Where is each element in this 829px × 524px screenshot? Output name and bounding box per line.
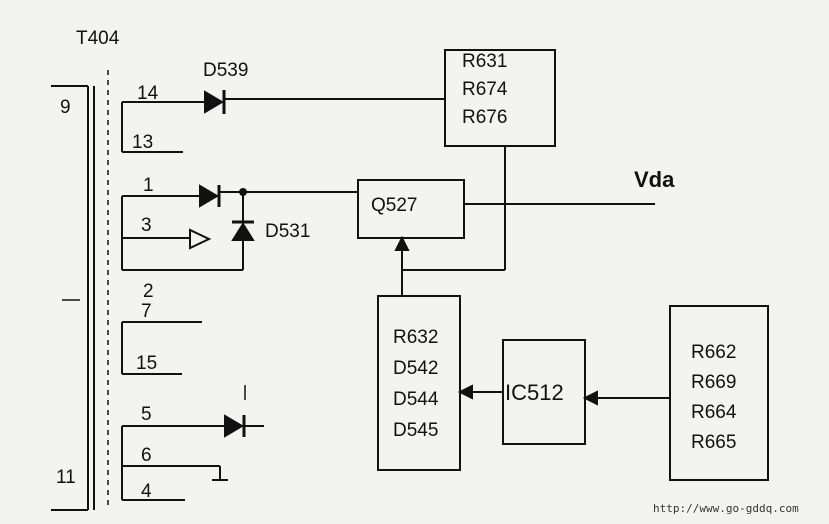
- box-right-line: R662: [691, 342, 737, 363]
- winding-11-label: 11: [56, 467, 76, 488]
- box-right-line: R664: [691, 402, 737, 423]
- pin-2-label: 2: [143, 281, 154, 302]
- pin-4-label: 4: [141, 481, 152, 502]
- d531-label: D531: [265, 221, 311, 242]
- box-mid-text: R632 D542 D544 D545: [393, 322, 438, 446]
- pin-14-label: 14: [137, 83, 159, 104]
- pin-5-label: 5: [141, 404, 152, 425]
- box-top-line: R676: [462, 107, 508, 128]
- vda-label: Vda: [634, 167, 675, 192]
- transformer-label: T404: [76, 28, 120, 49]
- pin-7-label: 7: [141, 301, 152, 322]
- box-top-line: R631: [462, 51, 508, 72]
- box-right-line: R665: [691, 432, 737, 453]
- box-mid-line: R632: [393, 327, 439, 348]
- pin-6-label: 6: [141, 445, 152, 466]
- pin-3-label: 3: [141, 215, 152, 236]
- box-mid-line: D542: [393, 358, 439, 379]
- box-right-text: R662 R669 R664 R665: [691, 338, 736, 458]
- winding-9-label: 9: [60, 97, 71, 118]
- ic512-label: IC512: [505, 380, 564, 405]
- pin-13-label: 13: [132, 132, 154, 153]
- box-top-text: R631 R674 R676: [462, 48, 507, 132]
- box-top-line: R674: [462, 79, 508, 100]
- box-mid-line: D544: [393, 389, 439, 410]
- pin-1-label: 1: [143, 175, 154, 196]
- pin-15-label: 15: [136, 353, 158, 374]
- q527-label: Q527: [371, 195, 418, 216]
- watermark-url: http://www.go-gddq.com: [653, 502, 799, 515]
- d539-label: D539: [203, 60, 249, 81]
- box-right-line: R669: [691, 372, 737, 393]
- box-mid-line: D545: [393, 420, 439, 441]
